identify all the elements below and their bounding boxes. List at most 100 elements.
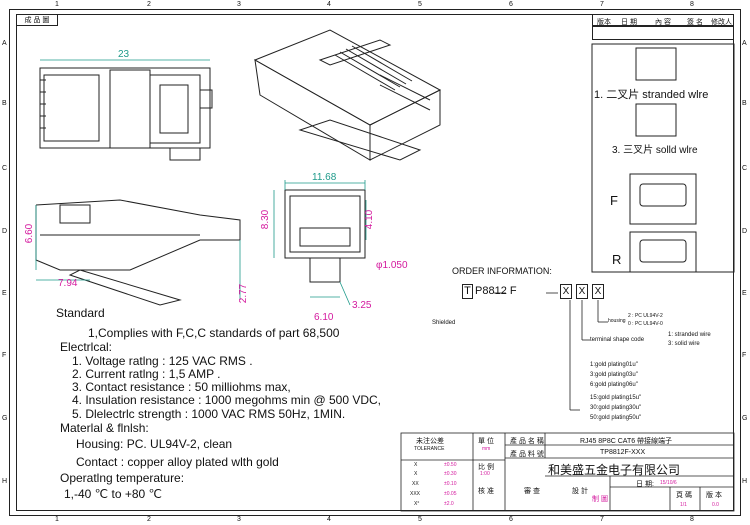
rev-header: 修改人	[711, 19, 732, 26]
spec-temp-item: 1,-40 ℃ to +80 ℃	[64, 487, 163, 501]
spec-electrical-item: 1. Voltage ratlng : 125 VAC RMS .	[72, 354, 253, 368]
row-mark: H	[2, 478, 8, 485]
tolerance-value: ±0.10	[444, 481, 457, 487]
code-option-box: X	[576, 284, 588, 299]
spec-electrical-item: 2. Current ratlng : 1,5 AMP .	[72, 367, 221, 381]
tolerance-value: ±0.50	[444, 462, 457, 468]
row-mark: F	[742, 352, 747, 359]
dim-profile-height: 6.60	[24, 223, 36, 244]
dim-width: 11.68	[312, 172, 337, 183]
front-view-plug	[284, 189, 366, 283]
rev-header: 日 期	[621, 19, 637, 26]
solid-terminal-shape	[635, 103, 677, 137]
product-name-value: RJ45 8P8C CAT6 帶接線端子	[580, 438, 673, 445]
order-code-main: P8812 F	[475, 285, 517, 297]
dim-profile-length: 7.94	[58, 278, 78, 289]
row-mark: B	[742, 100, 747, 107]
spec-material-item: Housing: PC. UL94V-2, clean	[76, 437, 233, 451]
code-prefix-box: T	[462, 284, 473, 299]
row-mark: C	[742, 165, 748, 172]
col-mark: 4	[327, 516, 331, 523]
col-mark: 5	[418, 1, 422, 8]
option-r-label: R	[612, 252, 622, 267]
row-mark: A	[742, 40, 747, 47]
dim-tab: 3.25	[352, 300, 372, 311]
col-mark: 6	[509, 516, 513, 523]
tolerance-value: ±2.0	[444, 501, 454, 507]
scale-label: 比 例	[478, 464, 494, 471]
code-option-box: X	[560, 284, 572, 299]
code-option-box: X	[592, 284, 604, 299]
sheet-value: 1/1	[680, 502, 687, 508]
col-mark: 3	[237, 516, 241, 523]
spec-electrical-item: 4. Insulation resistance : 1000 megohms …	[72, 393, 381, 407]
option-solid-label: 3. 三叉片 solld wlre	[612, 145, 698, 156]
drawing-frame	[9, 9, 741, 516]
option-f-label: F	[610, 193, 618, 208]
options-panel	[591, 43, 735, 273]
tolerance-key: XXX	[410, 491, 421, 497]
row-mark: E	[742, 290, 747, 297]
product-name-label: 產 品 名 稱	[510, 438, 544, 445]
date-label: 日 期:	[636, 481, 654, 488]
row-mark: A	[2, 40, 7, 47]
terminal-option: 1: stranded wire	[668, 332, 711, 338]
housing-option: 0 : PC UL94V-0	[628, 321, 663, 327]
plating-option: 15:gold plating15u"	[590, 395, 642, 401]
isometric-view-plug	[253, 29, 442, 161]
row-mark: D	[2, 228, 8, 235]
drawing-title-tag: 成 品 圖	[16, 14, 58, 26]
r-housing-shape	[629, 231, 697, 273]
rev-header: 簽 名	[687, 19, 703, 26]
tolerance-key: X	[414, 462, 418, 468]
plating-option: 1:gold plating01u"	[590, 362, 638, 368]
col-mark: 8	[690, 516, 694, 523]
col-mark: 1	[55, 516, 59, 523]
side-view-plug	[39, 67, 213, 161]
row-mark: F	[2, 352, 7, 359]
revision-table: 版本 日 期 內 容 簽 名 修改人	[592, 14, 734, 26]
dim-cable-diameter: φ1.050	[376, 260, 408, 271]
col-mark: 1	[55, 1, 59, 8]
spec-electrical-heading: Electrlcal:	[60, 340, 113, 354]
spec-standard-item: 1,Complies with F,C,C standards of part …	[88, 326, 340, 340]
terminal-option: 3: solid wire	[668, 341, 700, 347]
option-stranded-label: 1. 二叉片 stranded wlre	[594, 89, 709, 101]
col-mark: 2	[147, 516, 151, 523]
f-housing-shape	[629, 173, 697, 225]
spec-standard-heading: Standard	[56, 306, 105, 320]
tolerance-key: X°	[414, 501, 420, 507]
spec-electrical-item: 3. Contact resistance : 50 milliohms max…	[72, 380, 291, 394]
row-mark: D	[742, 228, 748, 235]
sheet-label: 頁 碼	[676, 492, 692, 499]
row-mark: B	[2, 100, 7, 107]
drawn-label: 制 圖	[592, 496, 608, 503]
scale-value: 1:00	[480, 471, 490, 477]
spec-electrical-item: 5. Dlelectrlc strength : 1000 VAC RMS 50…	[72, 407, 346, 421]
shielded-label: Shielded	[432, 320, 456, 326]
dim-inner-height: 4.10	[364, 209, 376, 230]
spec-material-item: Contact : copper alloy plated wlth gold	[76, 455, 279, 469]
plating-option: 30:gold plating30u"	[590, 405, 642, 411]
row-mark: C	[2, 165, 8, 172]
unit-value: mm	[482, 446, 491, 452]
spec-temp-heading: Operatlng temperature:	[60, 471, 185, 485]
plating-option: 50:gold plating50u"	[590, 415, 642, 421]
approve-label: 核 准	[478, 488, 494, 495]
dim-height: 8.30	[260, 209, 272, 230]
row-mark: G	[742, 415, 748, 422]
col-mark: 3	[237, 1, 241, 8]
rev-header: 內 容	[655, 19, 671, 26]
stranded-terminal-shape	[635, 47, 677, 81]
dim-tab-width: 6.10	[314, 312, 334, 323]
col-mark: 7	[600, 516, 604, 523]
part-number-label: 產 品 料 號	[510, 451, 544, 458]
review-label: 審 查	[524, 488, 540, 495]
row-mark: G	[2, 415, 8, 422]
profile-view-plug	[35, 199, 241, 306]
tolerance-key: XX	[412, 481, 419, 487]
col-mark: 7	[600, 1, 604, 8]
tolerance-value: ±0.30	[444, 471, 457, 477]
col-mark: 4	[327, 1, 331, 8]
